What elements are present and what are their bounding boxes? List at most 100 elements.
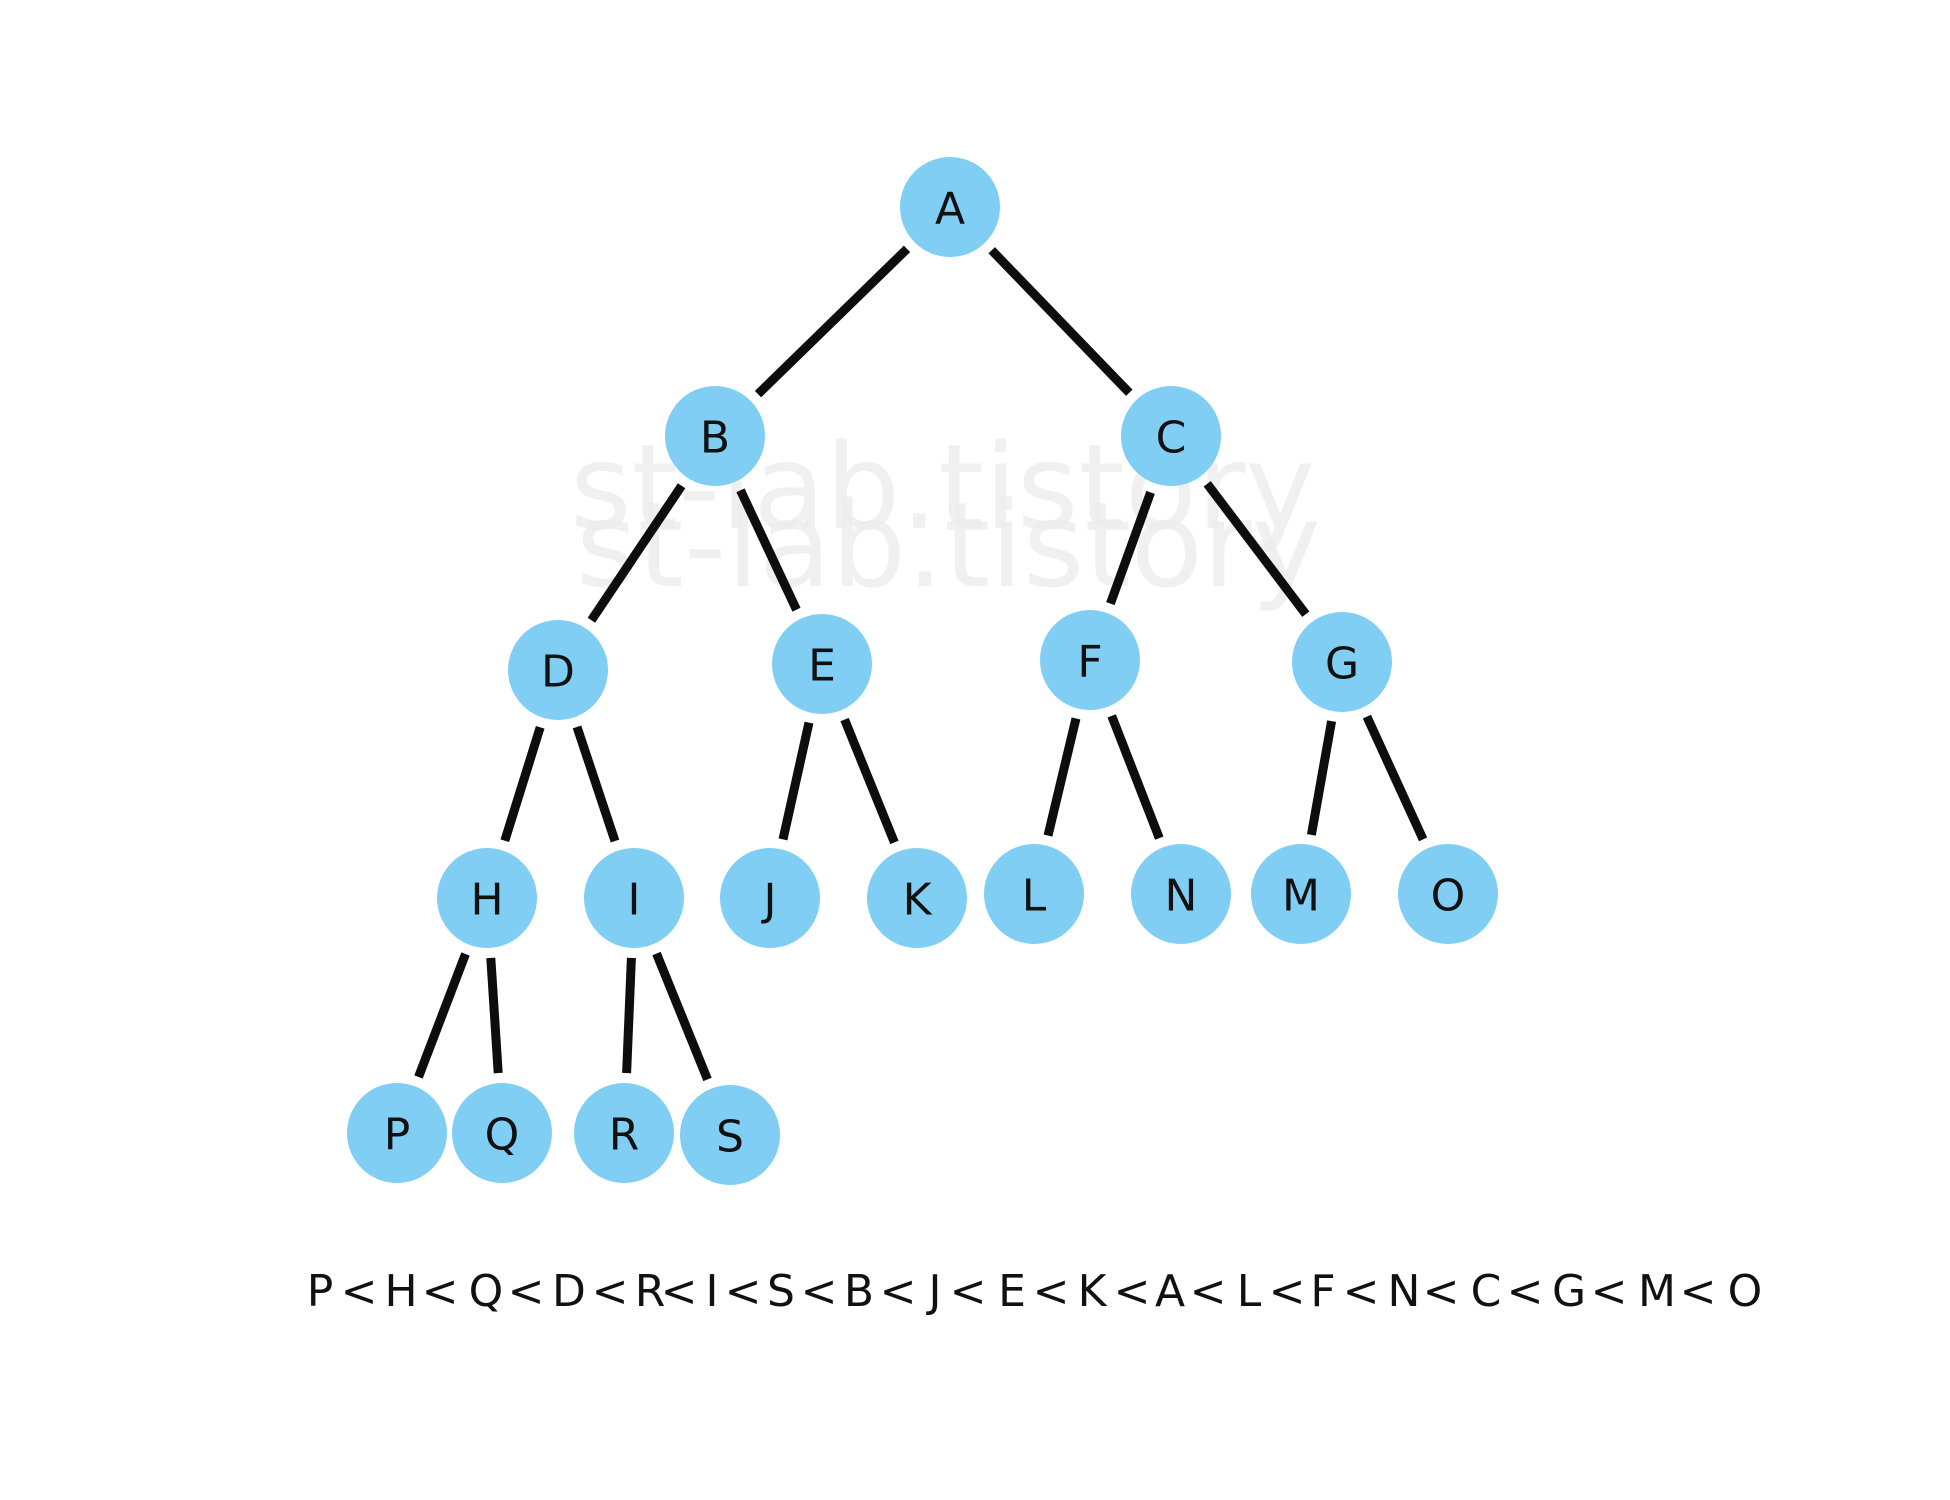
tree-node-d: D — [508, 620, 608, 720]
node-label: Q — [485, 1110, 520, 1161]
tree-edges — [414, 245, 1428, 1082]
order-less-than-symbol: < — [1113, 1266, 1151, 1317]
tree-node-o: O — [1398, 844, 1498, 944]
node-circle — [665, 386, 765, 486]
tree-nodes: A B C D E F G H I J K L N M O P Q R S — [347, 157, 1498, 1185]
order-node-label: O — [1727, 1266, 1763, 1317]
order-node-label: K — [1077, 1266, 1107, 1317]
order-node-label: L — [1236, 1266, 1262, 1317]
node-circle — [1131, 844, 1231, 944]
order-node-label: I — [705, 1266, 719, 1317]
edge-a-c — [988, 247, 1133, 396]
order-less-than-symbol: < — [1590, 1266, 1628, 1317]
edge-f-l — [1043, 717, 1081, 837]
order-less-than-symbol: < — [1342, 1266, 1380, 1317]
node-circle — [1398, 844, 1498, 944]
order-node-label: S — [767, 1266, 795, 1317]
order-node-label: A — [1154, 1266, 1186, 1317]
node-label: E — [808, 641, 836, 692]
node-circle — [452, 1083, 552, 1183]
edge-h-q — [486, 957, 503, 1074]
tree-node-c: C — [1121, 386, 1221, 486]
tree-node-k: K — [867, 848, 967, 948]
edge-e-j — [778, 721, 814, 841]
node-label: C — [1156, 413, 1187, 464]
edge-g-m — [1306, 720, 1337, 836]
order-node-label: B — [843, 1266, 875, 1317]
order-node-label: J — [928, 1266, 942, 1317]
node-label: J — [761, 875, 777, 926]
node-circle — [347, 1083, 447, 1183]
tree-node-b: B — [665, 386, 765, 486]
node-circle — [1121, 386, 1221, 486]
node-circle — [720, 848, 820, 948]
node-circle — [1292, 612, 1392, 712]
edge-c-g — [1203, 481, 1310, 617]
edge-d-i — [572, 725, 620, 843]
node-circle — [772, 614, 872, 714]
watermark-text: st-lab.tistory — [576, 476, 1321, 614]
tree-node-g: G — [1292, 612, 1392, 712]
order-less-than-symbol: < — [1679, 1266, 1717, 1317]
order-less-than-symbol: < — [724, 1266, 762, 1317]
node-label: O — [1431, 871, 1466, 922]
node-label: D — [541, 647, 575, 698]
node-label: M — [1282, 871, 1320, 922]
edge-i-s — [652, 951, 712, 1082]
order-node-label: P — [306, 1266, 334, 1317]
node-label: S — [716, 1112, 744, 1163]
node-label: A — [935, 184, 965, 235]
tree-node-j: J — [720, 848, 820, 948]
order-less-than-symbol: < — [660, 1266, 698, 1317]
order-node-label: F — [1310, 1266, 1336, 1317]
tree-node-m: M — [1251, 844, 1351, 944]
order-less-than-symbol: < — [949, 1266, 987, 1317]
order-node-label: E — [998, 1266, 1026, 1317]
order-node-label: G — [1551, 1266, 1587, 1317]
edge-f-n — [1107, 714, 1164, 840]
tree-node-s: S — [680, 1085, 780, 1185]
order-less-than-symbol: < — [340, 1266, 378, 1317]
order-node-label: Q — [468, 1266, 504, 1317]
tree-node-a: A — [900, 157, 1000, 257]
node-circle — [584, 848, 684, 948]
edge-i-r — [622, 957, 636, 1074]
order-less-than-symbol: < — [421, 1266, 459, 1317]
edge-d-h — [500, 725, 545, 843]
tree-node-p: P — [347, 1083, 447, 1183]
node-circle — [508, 620, 608, 720]
edge-g-o — [1362, 714, 1428, 842]
order-node-label: D — [552, 1266, 586, 1317]
order-less-than-symbol: < — [1422, 1266, 1460, 1317]
node-label: L — [1022, 871, 1047, 922]
tree-node-h: H — [437, 848, 537, 948]
order-less-than-symbol: < — [507, 1266, 545, 1317]
node-circle — [984, 844, 1084, 944]
order-less-than-symbol: < — [1032, 1266, 1070, 1317]
node-label: R — [609, 1110, 640, 1161]
edge-h-p — [414, 952, 470, 1079]
order-node-label: R — [634, 1266, 666, 1317]
node-label: G — [1325, 639, 1359, 690]
tree-node-r: R — [574, 1083, 674, 1183]
node-label: N — [1165, 871, 1198, 922]
order-node-label: C — [1470, 1266, 1502, 1317]
order-less-than-symbol: < — [879, 1266, 917, 1317]
tree-node-f: F — [1040, 610, 1140, 710]
node-label: H — [470, 875, 503, 926]
edge-b-e — [736, 488, 801, 612]
tree-node-q: Q — [452, 1083, 552, 1183]
order-less-than-symbol: < — [800, 1266, 838, 1317]
order-less-than-symbol: < — [591, 1266, 629, 1317]
node-circle — [437, 848, 537, 948]
node-label: K — [903, 875, 933, 926]
node-label: I — [628, 875, 641, 926]
node-circle — [680, 1085, 780, 1185]
order-node-label: M — [1638, 1266, 1676, 1317]
node-circle — [1040, 610, 1140, 710]
tree-node-e: E — [772, 614, 872, 714]
node-circle — [900, 157, 1000, 257]
order-less-than-symbol: < — [1189, 1266, 1227, 1317]
node-label: P — [384, 1110, 411, 1161]
